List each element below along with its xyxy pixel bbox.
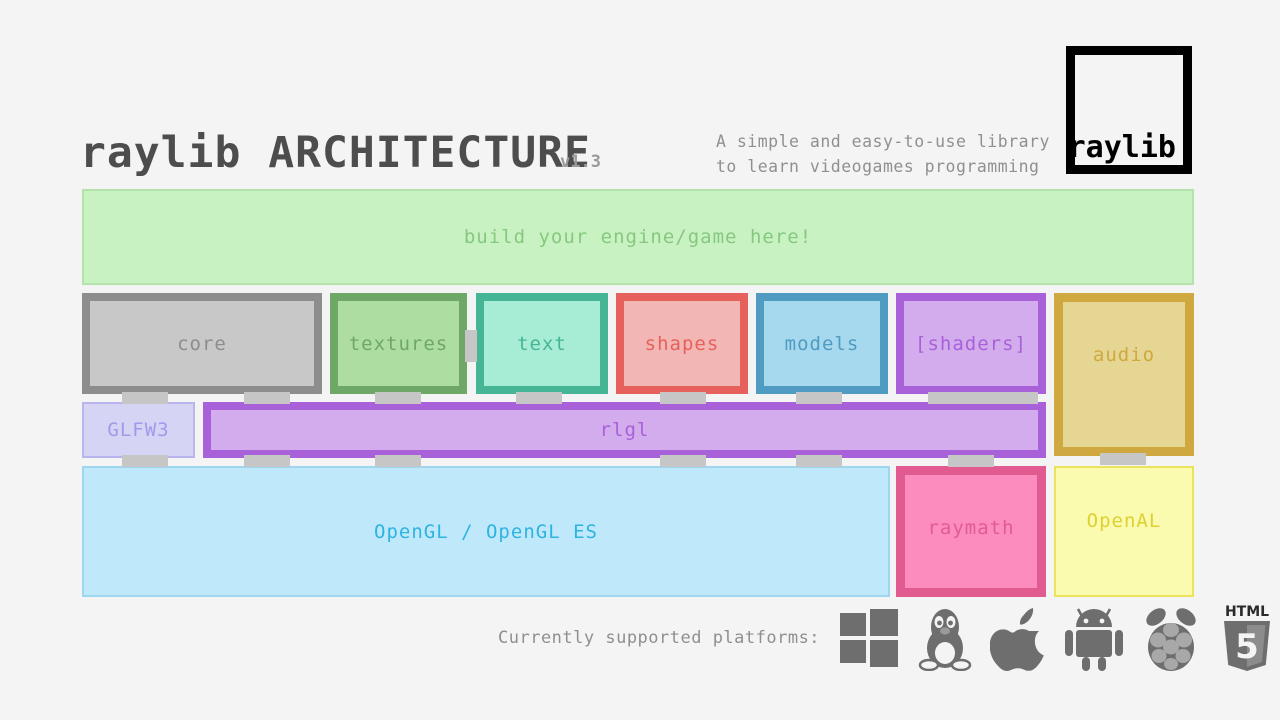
html5-icon: HTML 5 — [1224, 604, 1270, 671]
raylib-logo: raylib — [1066, 46, 1192, 174]
layer-box-raymath[interactable]: raymath — [896, 466, 1046, 597]
module-label-shaders: [shaders] — [915, 332, 1027, 355]
layer-box-opengl[interactable]: OpenGL / OpenGL ES — [82, 466, 890, 597]
html5-top-text: HTML — [1225, 604, 1269, 620]
connector-tab — [244, 455, 290, 467]
build-your-engine-panel: build your engine/game here! — [82, 189, 1194, 285]
raspberry-pi-icon — [1146, 608, 1196, 671]
layer-label-rlgl: rlgl — [599, 419, 650, 441]
module-box-textures[interactable]: textures — [330, 293, 467, 394]
apple-icon — [990, 608, 1044, 671]
module-label-models: models — [784, 332, 860, 355]
connector-tab — [928, 392, 1038, 404]
module-label-shapes: shapes — [644, 332, 720, 355]
connector-tab — [244, 392, 290, 404]
tagline-line-1: A simple and easy-to-use library — [716, 132, 1050, 151]
connector-tab — [1100, 453, 1146, 465]
connector-tab — [796, 455, 842, 467]
android-icon — [1065, 608, 1123, 671]
html5-number: 5 — [1235, 627, 1259, 667]
module-box-audio[interactable]: audio — [1054, 293, 1194, 456]
connector-tab — [796, 392, 842, 404]
version-label: v1.3 — [560, 152, 601, 172]
windows-icon — [840, 609, 898, 667]
connector-tab — [948, 455, 994, 467]
module-label-audio: audio — [1092, 344, 1156, 366]
linux-tux-icon — [918, 609, 972, 671]
connector-tab — [465, 330, 477, 362]
build-your-engine-label: build your engine/game here! — [463, 226, 813, 248]
module-box-shapes[interactable]: shapes — [616, 293, 748, 394]
layer-label-glfw3: GLFW3 — [107, 419, 170, 441]
tagline-line-2: to learn videogames programming — [716, 157, 1040, 176]
supported-platforms-label: Currently supported platforms: — [498, 628, 821, 648]
tagline: A simple and easy-to-use library to lear… — [716, 129, 1061, 179]
platform-icon-row: HTML 5 — [838, 602, 1276, 674]
connector-tab — [375, 455, 421, 467]
module-box-models[interactable]: models — [756, 293, 888, 394]
connector-tab — [660, 455, 706, 467]
module-box-shaders[interactable]: [shaders] — [896, 293, 1046, 394]
connector-tab — [122, 455, 168, 467]
connector-tab — [660, 392, 706, 404]
connector-tab — [516, 392, 562, 404]
layer-box-rlgl[interactable]: rlgl — [203, 402, 1046, 458]
page-title: raylib ARCHITECTURE — [80, 128, 591, 178]
module-box-text[interactable]: text — [476, 293, 608, 394]
module-label-core: core — [177, 332, 227, 355]
module-box-core[interactable]: core — [82, 293, 322, 394]
layer-box-openal[interactable]: OpenAL — [1054, 466, 1194, 597]
connector-tab — [122, 392, 168, 404]
layer-box-glfw3[interactable]: GLFW3 — [82, 402, 195, 458]
layer-label-raymath: raymath — [927, 517, 1015, 539]
connector-tab — [375, 392, 421, 404]
module-label-text: text — [517, 332, 567, 355]
raylib-logo-text: raylib — [1067, 130, 1176, 165]
module-label-textures: textures — [348, 332, 449, 355]
layer-label-openal: OpenAL — [1086, 510, 1162, 532]
layer-label-opengl: OpenGL / OpenGL ES — [374, 520, 598, 543]
